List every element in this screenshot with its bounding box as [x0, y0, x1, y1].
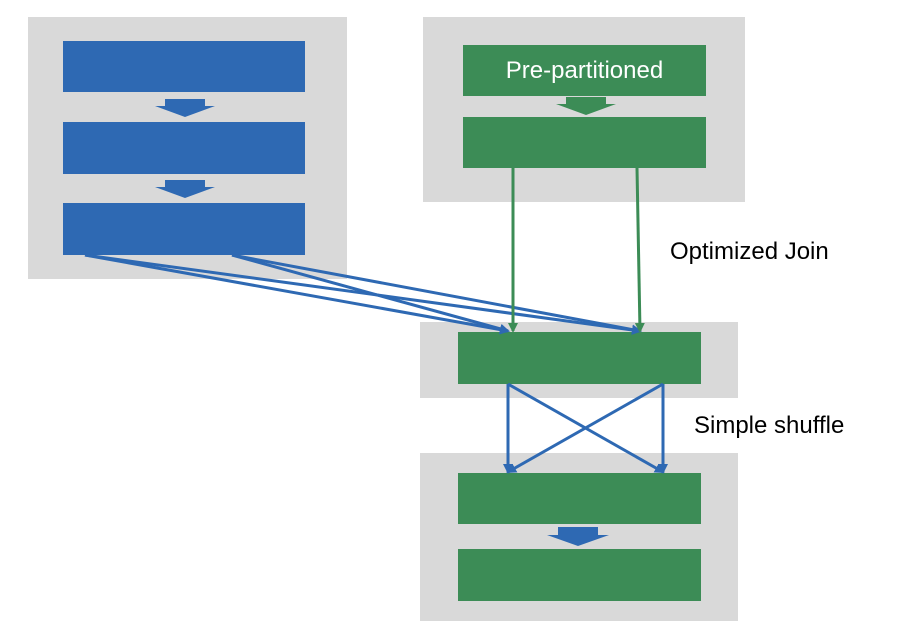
left-to-join-arrow-1	[84, 253, 510, 335]
output-box-2	[458, 549, 701, 601]
pre-partitioned-label: Pre-partitioned	[505, 56, 664, 84]
pre-partitioned-box: Pre-partitioned	[463, 45, 706, 96]
right-box-2	[463, 117, 706, 168]
left-to-join-arrow-2	[84, 253, 642, 335]
left-box-2	[63, 122, 305, 174]
left-to-join-arrow-3	[231, 253, 510, 334]
left-down-arrow-2	[155, 180, 215, 198]
optimized-join-label: Optimized Join	[670, 238, 829, 265]
simple-shuffle-label: Simple shuffle	[694, 412, 845, 439]
output-down-arrow	[547, 527, 609, 546]
join-box	[458, 332, 701, 384]
left-box-3	[63, 203, 305, 255]
left-to-join-arrow-4	[231, 253, 642, 335]
output-box-1	[458, 473, 701, 524]
shuffle-arrow-4	[506, 382, 664, 474]
right-down-arrow	[556, 97, 616, 115]
right-to-join-arrow-2	[634, 167, 645, 333]
left-box-1	[63, 41, 305, 92]
left-down-arrow-1	[155, 99, 215, 117]
